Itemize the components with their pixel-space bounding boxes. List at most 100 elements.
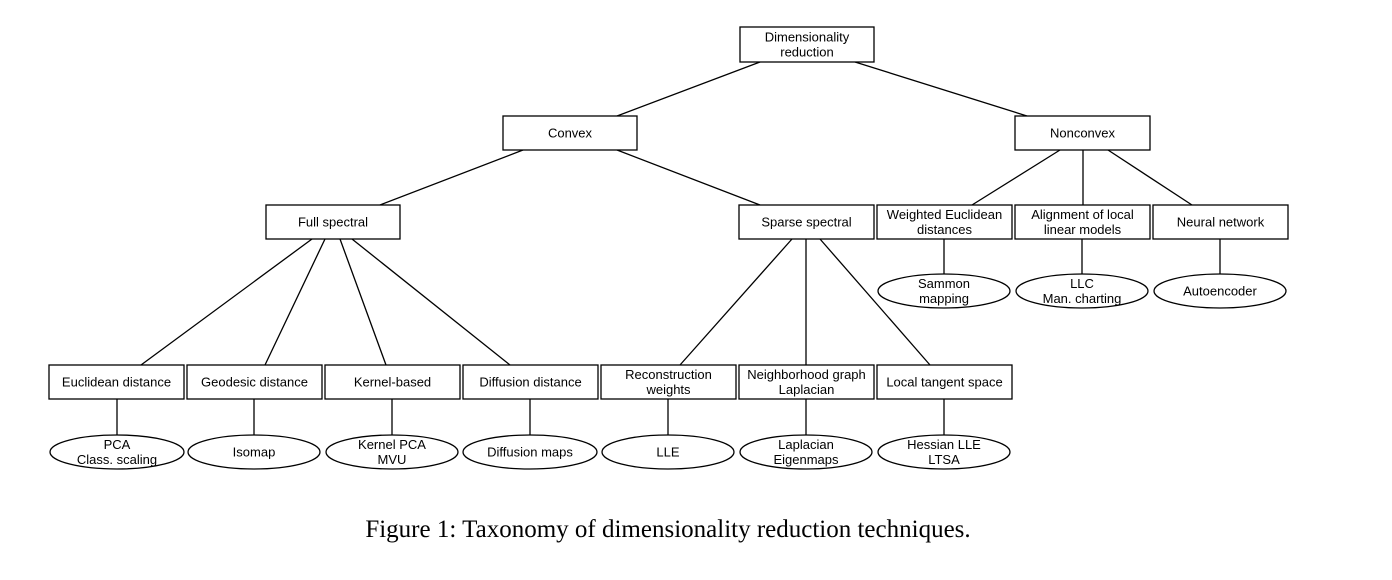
edge-root-to-nonconvex	[854, 61, 1028, 117]
leaf-laplacian-eigenmaps-label: Eigenmaps	[773, 452, 839, 467]
node-geodesic-distance: Geodesic distance	[186, 364, 323, 400]
leaf-diffusion-maps: Diffusion maps	[462, 434, 598, 470]
node-reconstruction-weights-label: weights	[645, 382, 691, 397]
node-neighborhood-graph-label: Neighborhood graph	[747, 367, 866, 382]
leaf-pca-label: Class. scaling	[77, 452, 157, 467]
leaf-sammon-label: mapping	[919, 291, 969, 306]
diagram-edges	[116, 61, 1221, 435]
node-kernel-based-box	[324, 364, 461, 400]
leaf-diffusion-maps-ellipse	[462, 434, 598, 470]
node-kernel-based-label: Kernel-based	[354, 375, 431, 390]
node-alignment-label: Alignment of local	[1031, 207, 1134, 222]
leaf-pca-ellipse	[49, 434, 185, 470]
leaf-llc-label: LLC	[1070, 276, 1094, 291]
node-kernel-based: Kernel-based	[324, 364, 461, 400]
figure-caption: Figure 1: Taxonomy of dimensionality red…	[365, 516, 970, 543]
node-neural-network-box	[1152, 204, 1289, 240]
leaf-sammon-label: Sammon	[918, 276, 970, 291]
node-sparse-spectral: Sparse spectral	[738, 204, 875, 240]
node-nonconvex: Nonconvex	[1014, 115, 1151, 151]
node-local-tangent: Local tangent space	[876, 364, 1013, 400]
leaf-hessian-lle-label: Hessian LLE	[907, 437, 981, 452]
node-sparse-spectral-label: Sparse spectral	[761, 215, 851, 230]
node-nonconvex-label: Nonconvex	[1050, 126, 1116, 141]
node-diffusion-distance-label: Diffusion distance	[479, 375, 581, 390]
node-alignment-box	[1014, 204, 1151, 240]
node-neighborhood-graph-box	[738, 364, 875, 400]
node-full-spectral: Full spectral	[265, 204, 401, 240]
node-sparse-spectral-box	[738, 204, 875, 240]
edge-root-to-convex	[616, 61, 761, 117]
edge-full-spectral-to-geodesic-distance	[264, 238, 326, 366]
node-full-spectral-box	[265, 204, 401, 240]
node-convex: Convex	[502, 115, 638, 151]
node-diffusion-distance: Diffusion distance	[462, 364, 599, 400]
edge-nonconvex-to-weighted-euclidean	[971, 149, 1061, 206]
node-neighborhood-graph-label: Laplacian	[779, 382, 835, 397]
leaf-autoencoder-ellipse	[1153, 273, 1287, 309]
node-root-box	[739, 26, 875, 63]
node-local-tangent-label: Local tangent space	[886, 375, 1002, 390]
leaf-laplacian-eigenmaps-ellipse	[739, 434, 873, 470]
edge-sparse-spectral-to-reconstruction-weights	[679, 238, 793, 366]
edge-nonconvex-to-neural-network	[1107, 149, 1193, 206]
node-euclidean-distance-label: Euclidean distance	[62, 375, 171, 390]
leaf-isomap-ellipse	[187, 434, 321, 470]
leaf-lle: LLE	[601, 434, 735, 470]
leaf-isomap: Isomap	[187, 434, 321, 470]
leaf-kernel-pca-label: MVU	[378, 452, 407, 467]
edge-full-spectral-to-diffusion-distance	[351, 238, 511, 366]
leaf-laplacian-eigenmaps-label: Laplacian	[778, 437, 834, 452]
leaf-diffusion-maps-label: Diffusion maps	[487, 445, 573, 460]
leaf-pca-label: PCA	[104, 437, 131, 452]
leaf-hessian-lle-ellipse	[877, 434, 1011, 470]
edge-full-spectral-to-kernel-based	[339, 238, 387, 366]
leaf-lle-ellipse	[601, 434, 735, 470]
leaf-autoencoder: Autoencoder	[1153, 273, 1287, 309]
leaf-kernel-pca-ellipse	[325, 434, 459, 470]
node-root-label: Dimensionality	[765, 30, 850, 45]
node-geodesic-distance-box	[186, 364, 323, 400]
node-euclidean-distance: Euclidean distance	[48, 364, 185, 400]
leaf-isomap-label: Isomap	[233, 445, 276, 460]
node-convex-label: Convex	[548, 126, 593, 141]
node-root-label: reduction	[780, 45, 833, 60]
node-alignment-label: linear models	[1044, 222, 1122, 237]
leaf-hessian-lle-label: LTSA	[928, 452, 960, 467]
node-convex-box	[502, 115, 638, 151]
node-local-tangent-box	[876, 364, 1013, 400]
node-geodesic-distance-label: Geodesic distance	[201, 375, 308, 390]
leaf-lle-label: LLE	[656, 445, 679, 460]
node-reconstruction-weights-label: Reconstruction	[625, 367, 712, 382]
node-euclidean-distance-box	[48, 364, 185, 400]
node-weighted-euclidean-label: Weighted Euclidean	[887, 207, 1002, 222]
node-weighted-euclidean-box	[876, 204, 1013, 240]
node-nonconvex-box	[1014, 115, 1151, 151]
node-reconstruction-weights-box	[600, 364, 737, 400]
leaf-llc-label: Man. charting	[1043, 291, 1122, 306]
node-weighted-euclidean-label: distances	[917, 222, 972, 237]
edge-full-spectral-to-euclidean-distance	[140, 238, 313, 366]
edge-sparse-spectral-to-local-tangent	[819, 238, 931, 366]
leaf-llc-ellipse	[1015, 273, 1149, 309]
node-neural-network-label: Neural network	[1177, 215, 1265, 230]
node-neural-network: Neural network	[1152, 204, 1289, 240]
edge-convex-to-full-spectral	[379, 149, 524, 206]
edge-convex-to-sparse-spectral	[616, 149, 761, 206]
leaf-autoencoder-label: Autoencoder	[1183, 284, 1257, 299]
node-full-spectral-label: Full spectral	[298, 215, 368, 230]
leaf-sammon-ellipse	[877, 273, 1011, 309]
